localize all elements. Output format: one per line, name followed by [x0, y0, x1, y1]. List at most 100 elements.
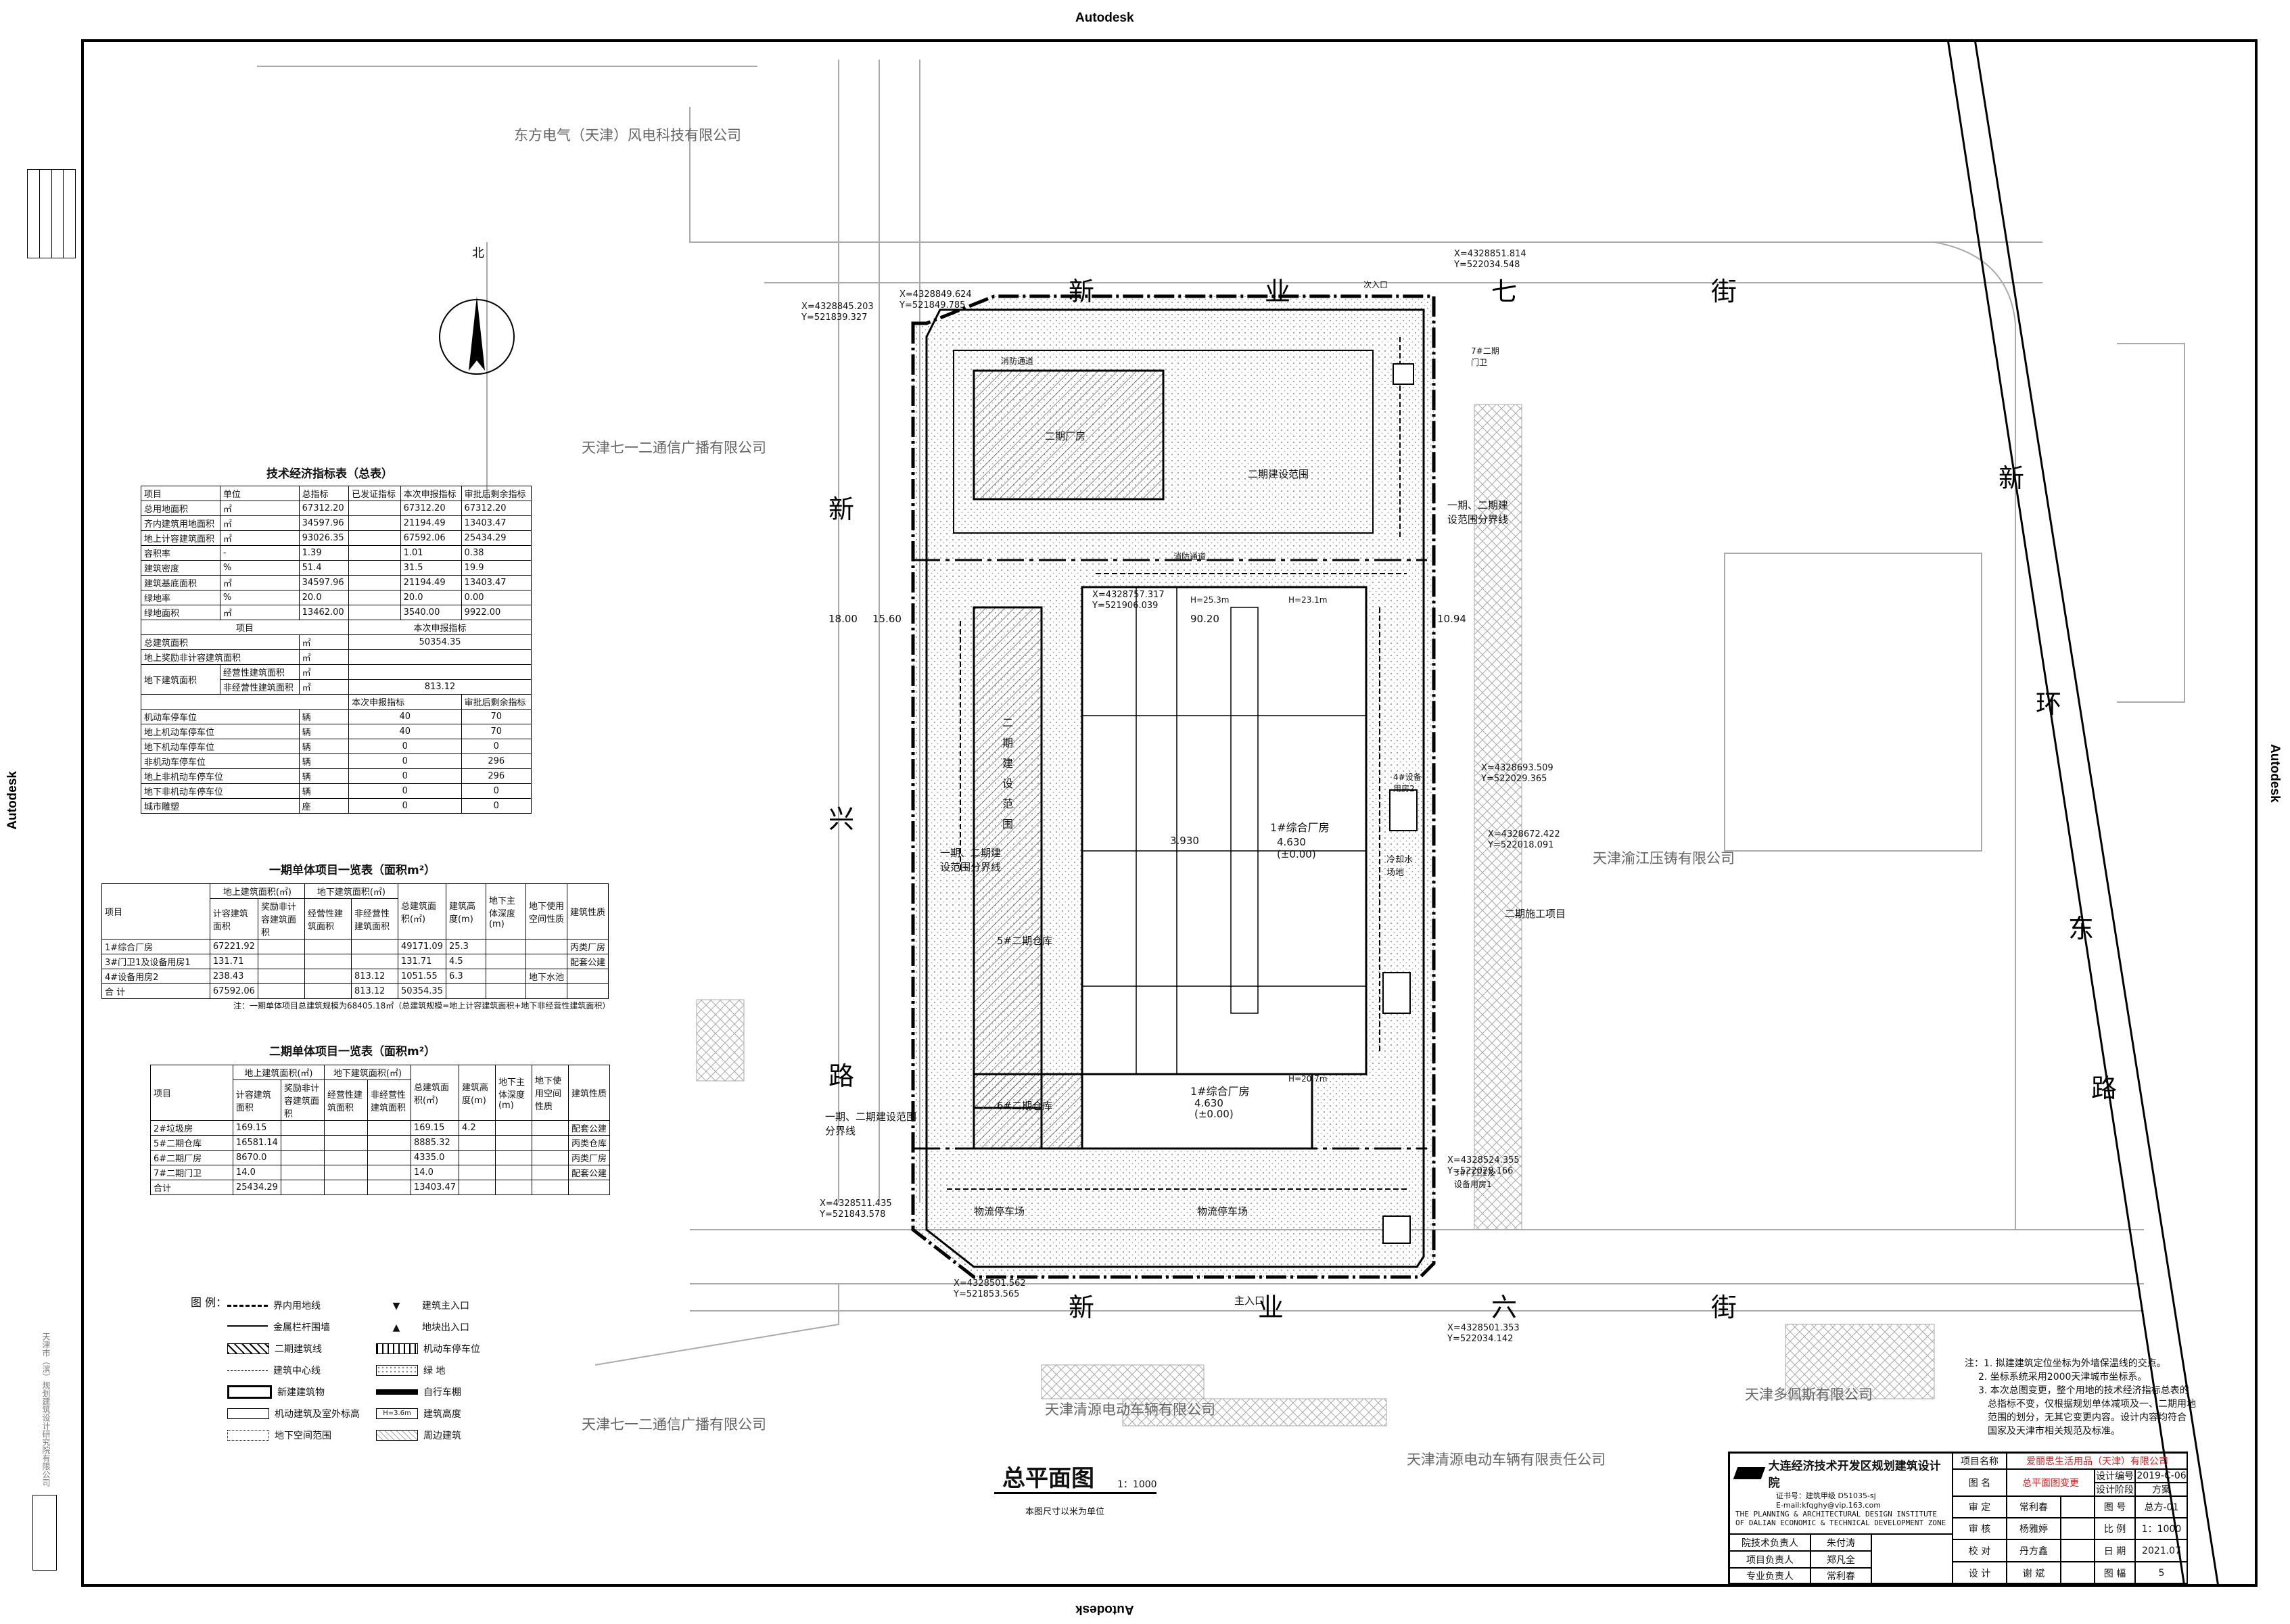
cell	[304, 969, 352, 984]
cell	[531, 1135, 569, 1151]
cell: 地上奖励非计容建筑面积	[141, 649, 300, 665]
review-label: 审 核	[1953, 1518, 2007, 1539]
cell-label: 比 例	[2095, 1518, 2135, 1539]
dim-top-3: 90.20	[1190, 613, 1219, 625]
table2-header: 经营性建筑面积	[304, 898, 352, 939]
elevation-marker-icon	[227, 1408, 269, 1419]
cell: 0	[348, 739, 462, 754]
road-right-3: 东	[2068, 914, 2095, 944]
cell	[458, 1180, 496, 1195]
cell: 经营性建筑面积	[219, 664, 300, 680]
table2-header: 地下主体深度(m)	[485, 883, 526, 939]
cell	[140, 694, 350, 710]
road-top-1: 新	[1069, 277, 1095, 306]
label-phase2-range-vertical: 二期建设范围	[1000, 717, 1013, 839]
cell-value: 5	[2135, 1562, 2188, 1584]
design-notes: 注：1. 拟建建筑定位坐标为外墙保温线的交点。 2. 坐标系统采用2000天津城…	[1965, 1357, 2196, 1438]
cell	[348, 605, 401, 620]
cell: 地上计容建筑面积	[141, 530, 220, 546]
cell: 50354.35	[397, 983, 446, 999]
legend-item: 界内用地线	[227, 1299, 321, 1312]
cell-label: 日 期	[2095, 1539, 2135, 1562]
legend-label: 金属栏杆围墙	[273, 1322, 330, 1333]
cell: 3540.00	[400, 605, 462, 620]
cell: 总用地面积	[141, 501, 220, 516]
cell: 9922.00	[461, 605, 532, 620]
road-right-1: 新	[1999, 463, 2025, 493]
cell	[531, 1180, 569, 1195]
table2-header: 项目	[101, 883, 210, 939]
label-elev-3930: 3.930	[1170, 835, 1199, 847]
label-main-entrance: 主入口	[1234, 1295, 1265, 1307]
legend-item: 机动建筑及室外标高	[227, 1407, 360, 1420]
cell: 19.9	[461, 560, 532, 576]
role-label: 专业负责人	[1729, 1568, 1810, 1584]
cell: 25434.29	[232, 1180, 281, 1195]
institute-name: 大连经济技术开发区规划建筑设计院	[1768, 1460, 1941, 1490]
title-underline	[994, 1492, 1156, 1494]
cell	[348, 545, 401, 561]
road-bottom-4: 街	[1711, 1293, 1737, 1322]
cell	[257, 954, 305, 969]
cell	[525, 983, 567, 999]
company-top-left: 东方电气（天津）风电科技有限公司	[514, 127, 741, 143]
autodesk-watermark-bottom: Autodesk	[1075, 1602, 1134, 1617]
cell: 辆	[298, 783, 350, 799]
label-phase2-plant: 二期厂房	[1045, 430, 1086, 442]
cell: ㎡	[298, 634, 350, 650]
cell: 8885.32	[410, 1135, 459, 1151]
table2-title: 一期单体项目一览表（面积m²）	[269, 864, 436, 877]
institute-info: 大连经济技术开发区规划建筑设计院 证书号：建筑甲级 D51035-sj E-ma…	[1729, 1453, 1953, 1534]
cell: 丙类厂房	[567, 1150, 611, 1165]
cell: ㎡	[219, 501, 300, 516]
cell: 容积率	[141, 545, 220, 561]
label-fire-lane-1: 消防通道	[1001, 356, 1034, 366]
cell	[280, 1150, 325, 1165]
table2-header: 奖励非计容建筑面积	[257, 898, 305, 939]
table1-subheader: 项目本次申报指标	[140, 620, 532, 635]
cell: 7#二期门卫	[150, 1165, 233, 1180]
review-name: 丹方鑫	[2007, 1539, 2061, 1562]
table1-subheader2: 本次申报指标审批后剩余指标	[140, 694, 532, 710]
cell: 0	[348, 783, 462, 799]
cell: ㎡	[219, 530, 300, 546]
cell: 6#二期厂房	[150, 1150, 233, 1165]
cell	[367, 1150, 411, 1165]
table3-header: 建筑高度(m)	[458, 1065, 496, 1121]
role-label: 项目负责人	[1729, 1551, 1810, 1568]
cell: 0.38	[461, 545, 532, 561]
cell	[485, 954, 526, 969]
table1-header: 总指标	[298, 486, 350, 501]
cell	[531, 1120, 569, 1136]
site-plan-drawing	[257, 39, 2220, 1587]
road-left-2: 兴	[828, 804, 855, 834]
legend-item: 二期建筑线	[227, 1342, 322, 1355]
left-strip-footer: 天津市（滨）规划建筑设计研究院有限公司	[41, 1332, 51, 1487]
cell: ㎡	[219, 605, 300, 620]
cell: 辆	[298, 753, 350, 769]
cell: 34597.96	[298, 515, 350, 531]
table3-header: 地上建筑面积(㎡)	[232, 1065, 325, 1080]
cell: 40	[348, 709, 462, 724]
cell: 49171.09	[397, 939, 446, 954]
cell: 0	[348, 753, 462, 769]
cell: 8670.0	[232, 1150, 281, 1165]
bicycle-shed-icon	[376, 1389, 418, 1395]
label-truck-parking-2: 物流停车场	[1197, 1205, 1248, 1217]
legend-item: 自行车棚	[376, 1385, 461, 1399]
cell: 67221.92	[209, 939, 258, 954]
company-bottom-left: 天津七一二通信广播有限公司	[582, 1416, 766, 1433]
cell	[323, 1120, 368, 1136]
cell: 4.5	[445, 954, 486, 969]
